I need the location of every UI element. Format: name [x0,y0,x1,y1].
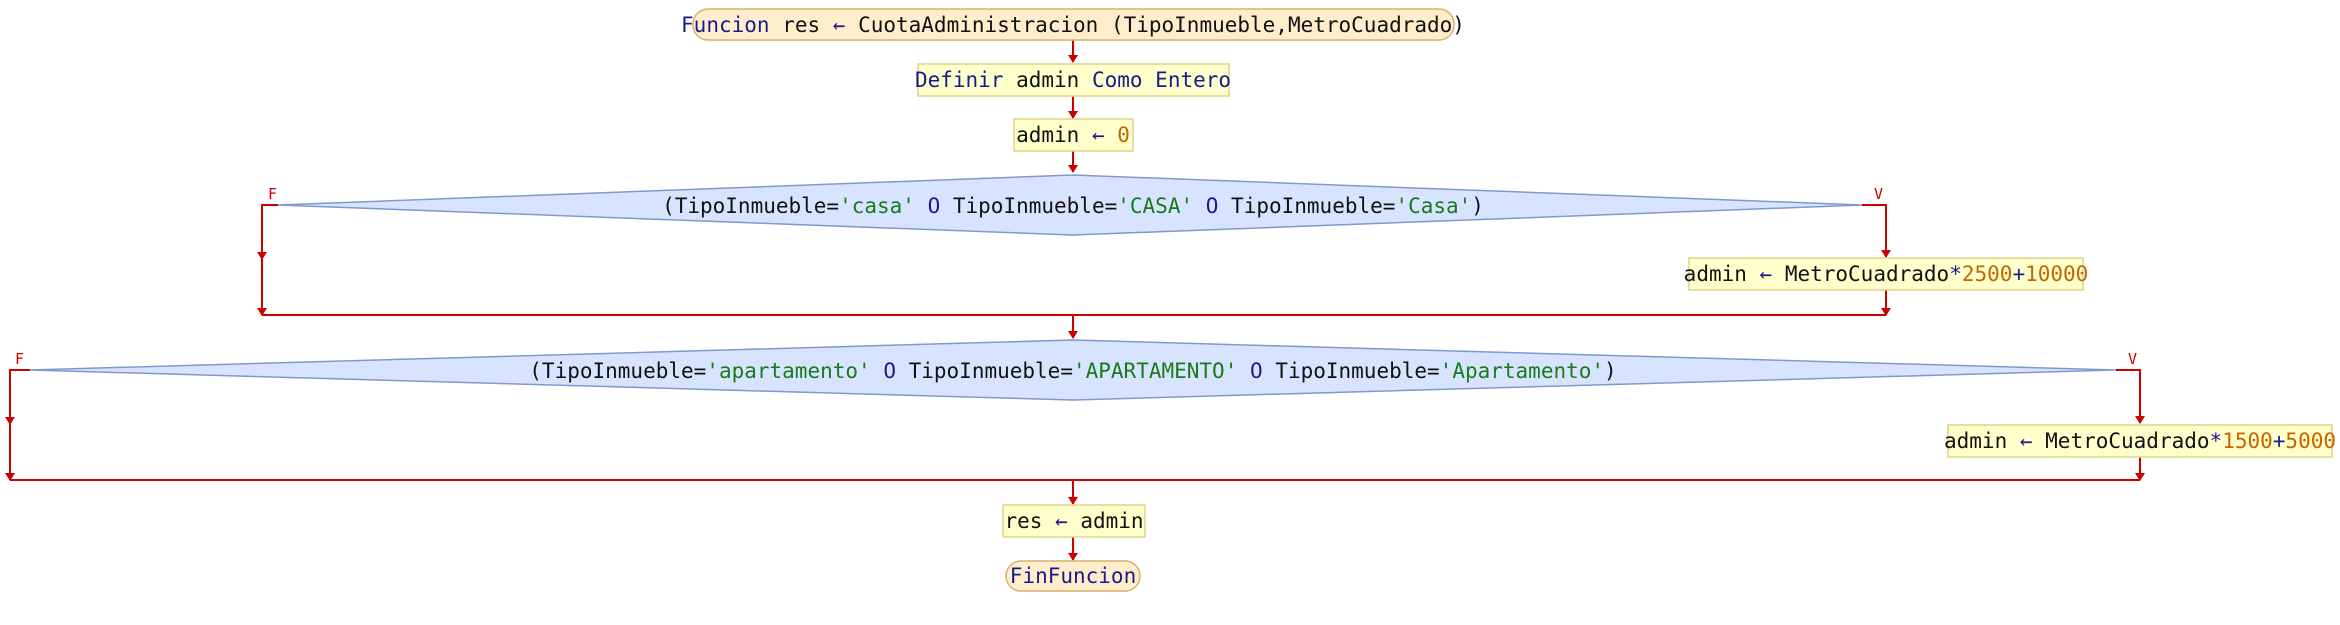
false-branch-label: F [15,350,24,368]
arrowhead [257,308,267,316]
operator-plus: + [2012,262,2025,286]
flow-cond1-false-branch [261,204,278,315]
spacer [770,13,783,37]
condition-part: (TipoInmueble= [529,359,706,383]
true-branch-label: V [2128,350,2137,368]
assign-1-node: admin ← MetroCuadrado*2500+10000 [1684,257,2089,291]
condition-part: TipoInmueble= [909,359,1073,383]
arrowhead [1881,308,1891,316]
start-node: Funcion res ← CuotaAdministracion (TipoI… [681,8,1465,41]
keyword-funcion: Funcion [681,13,770,37]
variable-name: admin [1684,262,1747,286]
variable-name: res [1004,509,1042,533]
assign-arrow: ← [2007,429,2045,453]
close-paren: ) [1604,359,1617,383]
logical-or: O [1193,194,1231,218]
start-node-text: Funcion res ← CuotaAdministracion (TipoI… [681,13,1465,37]
logical-or: O [1237,359,1275,383]
assign-2-node-text: admin ← MetroCuadrado*1500+5000 [1944,429,2336,453]
init-node: admin ← 0 [1013,118,1134,152]
flow-cond2-true-branch [2116,369,2141,423]
condition-2-text: (TipoInmueble='apartamento' O TipoInmueb… [529,359,1616,383]
return-node-text: res ← admin [1004,509,1143,533]
condition-part: TipoInmueble= [953,194,1117,218]
start-node-shape [692,8,1455,41]
false-branch-label: F [268,185,277,203]
arrowhead [1068,111,1078,119]
arrowhead [1881,250,1891,258]
number-literal: 2500 [1962,262,2013,286]
assign-2-node-shape [1947,424,2333,458]
variable-name: admin [1944,429,2007,453]
string-literal: 'APARTAMENTO' [1073,359,1237,383]
variable-name: admin [1016,123,1079,147]
condition-1-node: (TipoInmueble='casa' O TipoInmueble='CAS… [268,174,1883,236]
expression-var: MetroCuadrado [1785,262,1949,286]
assign-1-node-text: admin ← MetroCuadrado*2500+10000 [1684,262,2089,286]
true-branch-label: V [1874,185,1883,203]
init-node-text: admin ← 0 [1016,123,1130,147]
string-literal: 'apartamento' [706,359,870,383]
string-literal: 'CASA' [1117,194,1193,218]
define-node-text: Definir admin Como Entero [915,68,1231,92]
keyword-finfuncion: FinFuncion [1010,564,1136,588]
condition-2-node: (TipoInmueble='apartamento' O TipoInmueb… [15,339,2137,401]
arrowhead [1068,497,1078,505]
operator-multiply: * [1949,262,1962,286]
number-literal: 10000 [2025,262,2088,286]
init-value: 0 [1117,123,1130,147]
arrowhead [1068,553,1078,561]
string-literal: 'casa' [839,194,915,218]
operator-plus: + [2273,429,2286,453]
return-value: admin [1080,509,1143,533]
arrowhead [1068,165,1078,173]
keyword-como-entero: Como Entero [1092,68,1231,92]
arrowhead [5,473,15,481]
arrowhead [2135,416,2145,424]
flow-cond2-false-branch [9,369,30,480]
return-var: res [782,13,820,37]
assign-arrow: ← [1042,509,1080,533]
condition-1-text: (TipoInmueble='casa' O TipoInmueble='CAS… [662,194,1484,218]
condition-2-diamond [29,339,2117,401]
keyword-definir: Definir [915,68,1004,92]
function-name: CuotaAdministracion [858,13,1098,37]
arrowhead [5,417,15,425]
arrow-heads [5,55,2145,561]
logical-or: O [871,359,909,383]
assign-arrow: ← [1079,123,1117,147]
arrowhead [1068,331,1078,339]
function-params: (TipoInmueble,MetroCuadrado) [1098,13,1465,37]
variable-name: admin [1003,68,1092,92]
define-node-shape [917,63,1230,97]
flow-lines [9,40,2141,560]
end-node: FinFuncion [1005,560,1141,592]
init-node-shape [1013,118,1134,152]
assign-2-node: admin ← MetroCuadrado*1500+5000 [1944,424,2336,458]
number-literal: 1500 [2222,429,2273,453]
return-node: res ← admin [1002,504,1146,538]
arrowhead [2135,473,2145,481]
condition-part: TipoInmueble= [1231,194,1395,218]
define-node: Definir admin Como Entero [915,63,1231,97]
condition-part: TipoInmueble= [1275,359,1439,383]
assign-arrow: ← [1747,262,1785,286]
string-literal: 'Casa' [1395,194,1471,218]
end-node-shape [1005,560,1141,592]
close-paren: ) [1471,194,1484,218]
operator-multiply: * [2210,429,2223,453]
assign-arrow: ← [820,13,858,37]
assign-1-node-shape [1688,257,2084,291]
number-literal: 5000 [2285,429,2336,453]
return-node-shape [1002,504,1146,538]
string-literal: 'Apartamento' [1440,359,1604,383]
arrowhead [1068,55,1078,63]
arrowhead [257,252,267,260]
expression-var: MetroCuadrado [2045,429,2209,453]
flow-cond1-true-branch [1862,204,1887,257]
condition-1-diamond [277,174,1863,236]
logical-or: O [915,194,953,218]
condition-part: (TipoInmueble= [662,194,839,218]
